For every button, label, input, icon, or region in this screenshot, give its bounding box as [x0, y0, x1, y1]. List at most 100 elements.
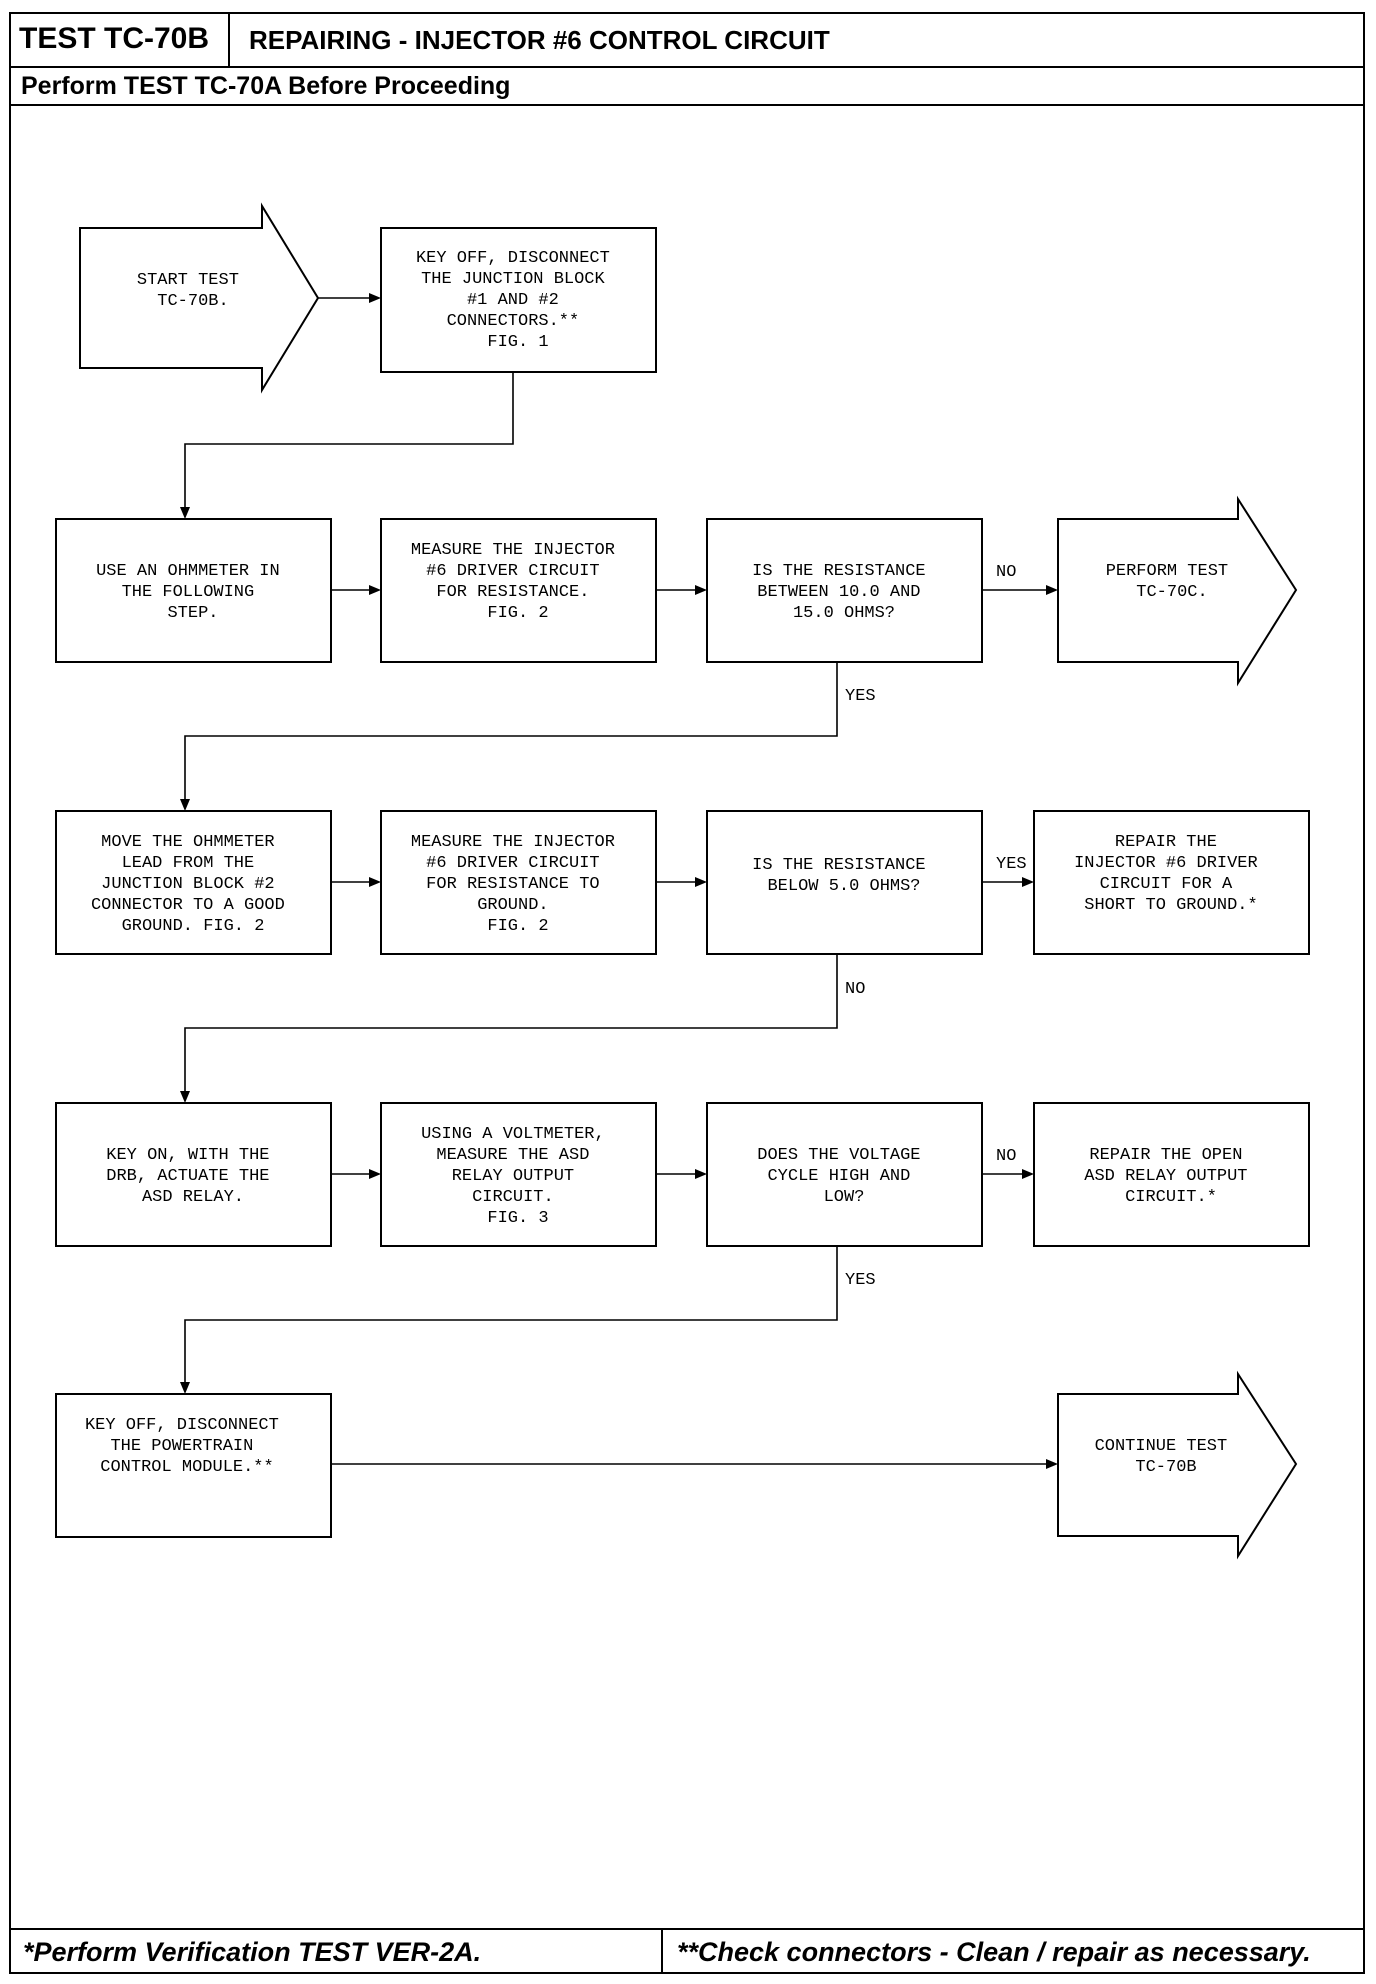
arrowhead [180, 1091, 190, 1103]
connector-q2-no [184, 954, 838, 1095]
text-line: FOR RESISTANCE. [436, 583, 589, 602]
arrowhead [369, 1169, 381, 1179]
arrowhead [1046, 1459, 1058, 1469]
resistance-question-text: IS THE RESISTANCE BETWEEN 10.0 AND 15.0 … [752, 562, 936, 623]
text-line: MEASURE THE INJECTOR [411, 833, 615, 852]
text-line: FIG. 1 [487, 333, 548, 352]
q1-yes-label: YES [845, 687, 876, 706]
arrowhead [369, 293, 381, 303]
key-on-box [55, 1102, 332, 1247]
connector-q1-yes [184, 662, 838, 803]
disconnect-jb-text: KEY OFF, DISCONNECT THE JUNCTION BLOCK #… [416, 249, 620, 352]
repair-open-box [1033, 1102, 1310, 1247]
arrowhead [1022, 1169, 1034, 1179]
arrowhead [1046, 585, 1058, 595]
text-line: DOES THE VOLTAGE [757, 1146, 920, 1165]
continue-text: CONTINUE TEST TC-70B [1095, 1437, 1238, 1477]
arrowhead [695, 1169, 707, 1179]
key-on-text: KEY ON, WITH THE DRB, ACTUATE THE ASD RE… [106, 1146, 279, 1207]
text-line: MEASURE THE ASD [436, 1146, 589, 1165]
voltmeter-text: USING A VOLTMETER, MEASURE THE ASD RELAY… [421, 1125, 615, 1228]
arrowhead [695, 585, 707, 595]
q3-yes-label: YES [845, 1271, 876, 1290]
text-line: CIRCUIT FOR A [1100, 875, 1233, 894]
footer-divider [661, 1930, 663, 1974]
text-line: LEAD FROM THE [122, 854, 255, 873]
page-frame [9, 12, 1365, 1974]
connector-disconnect-to-ohmmeter [184, 372, 514, 511]
text-line: IS THE RESISTANCE [752, 856, 925, 875]
footer-connectors-note: **Check connectors - Clean / repair as n… [677, 1937, 1311, 1967]
test-id: TEST TC-70B [9, 12, 230, 66]
text-line: 15.0 OHMS? [793, 604, 895, 623]
text-line: STEP. [167, 604, 218, 623]
text-line: TC-70C. [1136, 583, 1207, 602]
move-lead-box [55, 810, 332, 955]
text-line: MOVE THE OHMMETER [101, 833, 274, 852]
text-line: FIG. 2 [487, 917, 548, 936]
voltage-question-box [706, 1102, 983, 1247]
q3-no-label: NO [996, 1147, 1016, 1166]
text-line: BELOW 5.0 OHMS? [767, 877, 920, 896]
measure-resistance-text: MEASURE THE INJECTOR #6 DRIVER CIRCUIT F… [411, 541, 625, 623]
text-line: CIRCUIT.* [1125, 1188, 1217, 1207]
text-line: REPAIR THE OPEN [1089, 1146, 1242, 1165]
text-line: USING A VOLTMETER, [421, 1125, 605, 1144]
text-line: KEY OFF, DISCONNECT [85, 1416, 279, 1435]
text-line: ASD RELAY. [142, 1188, 244, 1207]
q2-yes-label: YES [996, 855, 1027, 874]
text-line: SHORT TO GROUND.* [1084, 896, 1257, 915]
measure-resistance-box [380, 518, 657, 663]
footer-verification-note: *Perform Verification TEST VER-2A. [23, 1937, 482, 1967]
voltage-question-text: DOES THE VOLTAGE CYCLE HIGH AND LOW? [757, 1146, 930, 1207]
below-question-box [706, 810, 983, 955]
arrowhead [695, 877, 707, 887]
text-line: CIRCUIT. [472, 1188, 554, 1207]
text-line: KEY ON, WITH THE [106, 1146, 269, 1165]
text-line: THE JUNCTION BLOCK [421, 270, 605, 289]
repair-short-box [1033, 810, 1310, 955]
text-line: JUNCTION BLOCK #2 [101, 875, 274, 894]
header-bar: TEST TC-70B REPAIRING - INJECTOR #6 CONT… [9, 12, 1365, 68]
repair-open-text: REPAIR THE OPEN ASD RELAY OUTPUT CIRCUIT… [1084, 1146, 1257, 1207]
text-line: FIG. 2 [487, 604, 548, 623]
text-line: START TEST [137, 271, 239, 290]
arrowhead [180, 799, 190, 811]
text-line: INJECTOR #6 DRIVER [1074, 854, 1258, 873]
measure-ground-box [380, 810, 657, 955]
text-line: THE FOLLOWING [122, 583, 255, 602]
text-line: CYCLE HIGH AND [767, 1167, 910, 1186]
start-text: START TEST TC-70B. [137, 271, 249, 311]
text-line: LOW? [824, 1188, 865, 1207]
text-line: TC-70B. [157, 292, 228, 311]
text-line: FOR RESISTANCE TO [426, 875, 599, 894]
text-line: #6 DRIVER CIRCUIT [426, 854, 599, 873]
arrowhead [369, 585, 381, 595]
q1-no-label: NO [996, 563, 1016, 582]
footer-bar: *Perform Verification TEST VER-2A. **Che… [9, 1928, 1365, 1974]
text-line: IS THE RESISTANCE [752, 562, 925, 581]
perform-tc70c-text: PERFORM TEST TC-70C. [1106, 562, 1239, 602]
text-line: PERFORM TEST [1106, 562, 1228, 581]
text-line: KEY OFF, DISCONNECT [416, 249, 610, 268]
text-line: MEASURE THE INJECTOR [411, 541, 615, 560]
repair-short-text: REPAIR THE INJECTOR #6 DRIVER CIRCUIT FO… [1074, 833, 1268, 915]
perform-tc70c-arrow [1057, 495, 1298, 687]
prerequisite-text: Perform TEST TC-70A Before Proceeding [21, 72, 511, 100]
text-line: CONTROL MODULE.** [100, 1458, 273, 1477]
text-line: RELAY OUTPUT [452, 1167, 574, 1186]
text-line: BETWEEN 10.0 AND [757, 583, 920, 602]
text-line: GROUND. FIG. 2 [122, 917, 265, 936]
text-line: TC-70B [1135, 1458, 1196, 1477]
arrowhead [369, 877, 381, 887]
text-line: GROUND. [477, 896, 548, 915]
text-line: FIG. 3 [487, 1209, 548, 1228]
text-line: REPAIR THE [1115, 833, 1217, 852]
text-line: THE POWERTRAIN [110, 1437, 253, 1456]
text-line: DRB, ACTUATE THE [106, 1167, 269, 1186]
text-line: USE AN OHMMETER IN [96, 562, 280, 581]
below-question-text: IS THE RESISTANCE BELOW 5.0 OHMS? [752, 856, 936, 896]
arrowhead [180, 1382, 190, 1394]
q2-no-label: NO [845, 980, 865, 999]
disconnect-pcm-text: KEY OFF, DISCONNECT THE POWERTRAIN CONTR… [85, 1416, 289, 1477]
